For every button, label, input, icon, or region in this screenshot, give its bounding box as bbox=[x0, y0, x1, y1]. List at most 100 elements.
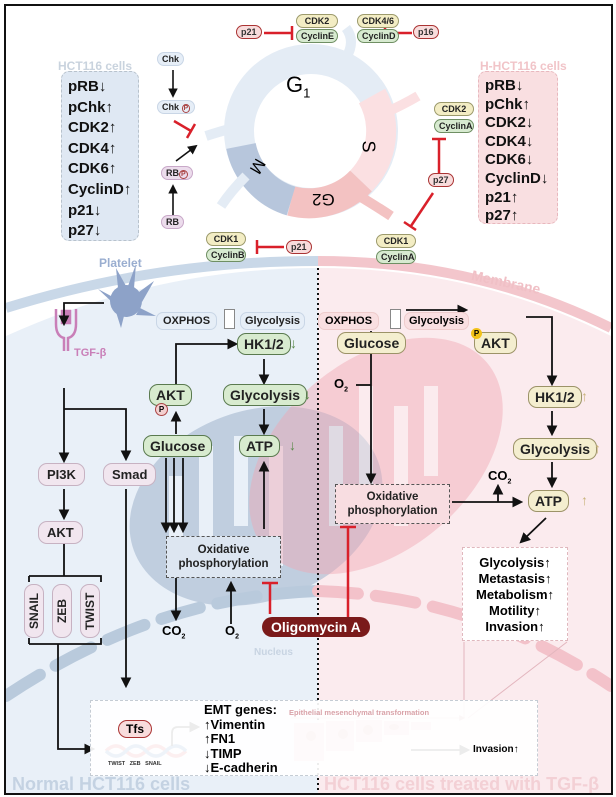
gene-item: ↓TIMP bbox=[204, 745, 242, 761]
left-panel-title: HCT116 cells bbox=[58, 59, 133, 73]
smad-node: Smad bbox=[103, 463, 157, 486]
rb-label: RB bbox=[161, 215, 184, 229]
co2-label: CO2 bbox=[162, 623, 186, 641]
list-item: p21↑ bbox=[485, 188, 519, 206]
list-item: CDK2↓ bbox=[485, 114, 534, 132]
atp-trend: ↓ bbox=[289, 437, 296, 453]
cyclin-d-label: CyclinD bbox=[357, 29, 399, 43]
outcomes-box: Glycolysis↑ Metastasis↑ Metabolism↑ Moti… bbox=[462, 547, 568, 641]
signaling-arrows-left bbox=[28, 302, 132, 755]
chk-label: Chk bbox=[157, 52, 185, 66]
emt-genes-list: EMT genes: ↑Vimentin ↑FN1 ↓TIMP ↓E-cadhe… bbox=[204, 702, 278, 776]
list-item: CDK2↑ bbox=[68, 119, 117, 137]
metabolism-arrows-normal bbox=[160, 338, 270, 624]
snail-node: SNAIL bbox=[24, 584, 44, 638]
platelet-label: Platelet bbox=[99, 256, 142, 270]
p21-inhibitor: p21 bbox=[236, 25, 262, 39]
cell-cycle-ring bbox=[204, 24, 421, 221]
cdk2-label: CDK2 bbox=[296, 14, 338, 28]
tgf-beta-label: TGF-β bbox=[74, 347, 107, 359]
list-item: p27↓ bbox=[68, 222, 102, 240]
outcome-item: Metabolism↑ bbox=[475, 587, 554, 602]
nucleus-label: Nucleus bbox=[254, 647, 293, 658]
phospho-icon: P bbox=[471, 328, 482, 339]
akt-node: AKT bbox=[38, 521, 83, 544]
oligomycin-inhibit bbox=[262, 525, 356, 618]
hk-node: HK1/2 bbox=[237, 333, 291, 355]
tfs-node: Tfs bbox=[118, 720, 152, 738]
emt-genes-title: EMT genes: bbox=[204, 702, 277, 717]
cyclin-a-label: CyclinA bbox=[376, 250, 416, 264]
list-item: CyclinD↑ bbox=[68, 180, 132, 198]
oxphos-box-normal: Oxidative phosphorylation bbox=[166, 536, 281, 578]
emt-box bbox=[90, 700, 538, 776]
phase-s: S bbox=[358, 140, 379, 153]
glycolysis-trend: ↑ bbox=[594, 440, 601, 456]
glycolysis-label: Glycolysis bbox=[404, 312, 470, 330]
p16-inhibitor: p16 bbox=[413, 25, 439, 39]
glycolysis-node: Glycolysis bbox=[513, 438, 598, 460]
emt-transformation-label: Epithelial mesenchymal transformation bbox=[289, 708, 430, 717]
p27-inhibitor: p27 bbox=[428, 173, 454, 187]
list-item: CDK6↑ bbox=[68, 160, 117, 178]
gene-item: ↑FN1 bbox=[204, 731, 236, 746]
co2-label: CO2 bbox=[488, 468, 512, 486]
right-panel-title: H-HCT116 cells bbox=[480, 59, 567, 73]
list-item: CyclinD↓ bbox=[485, 169, 549, 187]
left-panel-list: pRB↓ pChk↑ CDK2↑ CDK4↑ CDK6↑ CyclinD↑ p2… bbox=[61, 71, 139, 241]
glycolysis-node: Glycolysis bbox=[223, 384, 308, 406]
activation-arrows-cycle bbox=[168, 70, 198, 216]
o2-label: O2 bbox=[334, 376, 349, 394]
atp-trend: ↑ bbox=[581, 492, 588, 508]
balance-indicator bbox=[390, 309, 401, 329]
glycolysis-trend: ↓ bbox=[304, 386, 311, 402]
p21-inhibitor: p21 bbox=[286, 240, 312, 254]
list-item: CDK4↓ bbox=[485, 132, 534, 150]
oxphos-line2: phosphorylation bbox=[178, 558, 269, 570]
list-item: CDK6↓ bbox=[485, 151, 534, 169]
pi3k-node: PI3K bbox=[38, 463, 85, 486]
right-panel-list: pRB↓ pChk↑ CDK2↓ CDK4↓ CDK6↓ CyclinD↓ p2… bbox=[478, 71, 558, 224]
gene-item: ↓E-cadherin bbox=[204, 760, 278, 775]
list-item: pRB↓ bbox=[485, 77, 524, 94]
glucose-node: Glucose bbox=[143, 435, 213, 457]
phase-g2: G2 bbox=[312, 190, 335, 209]
membrane-right bbox=[317, 256, 611, 333]
invasion-label: Invasion↑ bbox=[473, 744, 519, 755]
oxphos-line1: Oxidative bbox=[197, 544, 250, 556]
o2-label: O2 bbox=[225, 623, 240, 641]
chk-p-label: Chk P bbox=[157, 100, 196, 114]
list-item: p27↑ bbox=[485, 207, 519, 225]
glycolysis-label: Glycolysis bbox=[240, 312, 306, 330]
oxphos-label: OXPHOS bbox=[318, 312, 380, 330]
cyclin-e-label: CyclinE bbox=[296, 29, 338, 43]
akt-node: AKT bbox=[474, 332, 517, 354]
diagram-frame: HCT116 cells pRB↓ pChk↑ CDK2↑ CDK4↑ CDK6… bbox=[4, 4, 613, 795]
list-item: p21↓ bbox=[68, 201, 102, 219]
cdk1-label: CDK1 bbox=[206, 232, 246, 246]
list-item: CDK4↑ bbox=[68, 139, 117, 157]
glucose-node: Glucose bbox=[337, 332, 407, 354]
cdk46-label: CDK4/6 bbox=[357, 14, 399, 28]
outcome-item: Metastasis↑ bbox=[478, 571, 552, 586]
list-item: pChk↑ bbox=[68, 98, 113, 116]
treated-caption: HCT116 cells treated with TGF-β bbox=[324, 774, 600, 794]
outcome-item: Glycolysis↑ bbox=[479, 555, 551, 570]
phospho-icon: P bbox=[155, 403, 168, 416]
oxphos-line1: Oxidative bbox=[366, 491, 419, 503]
membrane-left bbox=[6, 256, 319, 313]
nucleus-envelope-left bbox=[6, 585, 324, 702]
cdk2-label: CDK2 bbox=[434, 102, 474, 116]
hk-node: HK1/2 bbox=[528, 386, 582, 408]
atp-node: ATP bbox=[239, 435, 280, 457]
oxphos-line2: phosphorylation bbox=[347, 505, 438, 517]
oxphos-box-treated: Oxidative phosphorylation bbox=[335, 484, 450, 524]
zeb-node: ZEB bbox=[52, 584, 72, 638]
phospho-icon: P bbox=[179, 170, 188, 179]
akt-node: AKT bbox=[149, 384, 192, 406]
list-item: pChk↑ bbox=[485, 95, 530, 113]
cyclin-a-label: CyclinA bbox=[434, 119, 474, 133]
cdk1-label: CDK1 bbox=[376, 234, 416, 248]
outcome-item: Invasion↑ bbox=[485, 619, 545, 634]
